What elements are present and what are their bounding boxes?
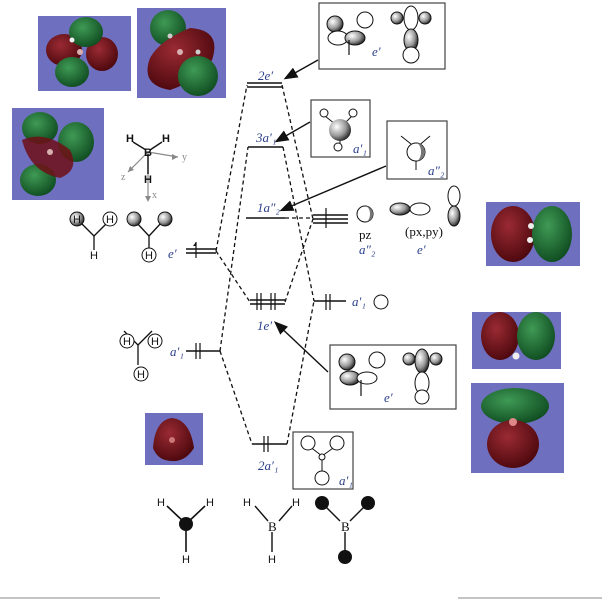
svg-text:H: H	[137, 369, 145, 381]
callout-3a1: a′₁	[274, 99, 371, 158]
svg-text:H: H	[90, 250, 98, 262]
axis-atom-b: B	[144, 147, 152, 159]
mo-1a2-label: 1a″₂	[257, 200, 280, 215]
h3-level-e: e′	[168, 242, 216, 261]
callout-2e: e′	[283, 2, 446, 80]
orbital-render-2e-a	[38, 16, 131, 91]
h3-a1-label: a′₁	[170, 344, 184, 359]
orbital-render-1a2	[486, 202, 580, 266]
mo-level-2a1: 2a′₁	[252, 436, 287, 473]
mo-1e-label: 1e′	[257, 318, 272, 333]
axis-atom-h1: H	[126, 133, 134, 145]
axis-frame: H H B H y z x	[121, 133, 187, 202]
callout-2a1: a′₁	[292, 431, 354, 490]
mo-2a1-label: 2a′₁	[258, 458, 278, 473]
b-a1-label: a′₁	[352, 294, 366, 309]
h3-level-a1: H H H a′₁	[119, 330, 220, 382]
callout-1a2-label: a″₂	[428, 163, 445, 178]
mo-level-1e: 1e′	[250, 293, 285, 333]
svg-text:H: H	[106, 214, 114, 226]
axis-atom-h2: H	[162, 133, 170, 145]
b-level-p: pz a″₂ (px,py) e′	[313, 185, 461, 257]
h3-e-label: e′	[168, 246, 177, 261]
struct1-h2: H	[206, 497, 214, 509]
orbital-render-2a1	[145, 413, 203, 465]
callout-2e-label: e′	[372, 44, 381, 59]
callout-1a2: a″₂	[279, 120, 448, 212]
callout-2a1-label: a′₁	[339, 473, 353, 488]
b-pz-label: pz	[359, 227, 372, 242]
callout-1e: e′	[273, 321, 457, 410]
b-level-s: a′₁	[314, 294, 389, 310]
b-a2-label: a″₂	[359, 242, 376, 257]
callout-1e-label: e′	[384, 390, 393, 405]
orbital-render-1e-a	[472, 312, 561, 369]
svg-text:H: H	[145, 250, 153, 262]
mo-3a1-label: 3a′₁	[255, 130, 276, 145]
orbital-render-2e-b	[137, 8, 226, 98]
correlation-lines	[215, 84, 315, 445]
svg-text:H: H	[151, 336, 159, 348]
mo-level-1a2: 1a″₂	[246, 200, 285, 219]
svg-text:H: H	[123, 336, 131, 348]
mo-2e-label: 2e′	[258, 68, 273, 83]
axis-label-y: y	[182, 152, 187, 163]
structure-h3: H H H	[157, 497, 214, 566]
struct3-b: B	[341, 519, 350, 534]
svg-text:H: H	[73, 214, 81, 226]
struct2-h1: H	[243, 497, 251, 509]
axis-label-x: x	[152, 190, 157, 201]
struct1-h3: H	[182, 554, 190, 566]
struct2-b: B	[268, 519, 277, 534]
struct2-h3: H	[268, 554, 276, 566]
h3-e-fragment-1: H H H	[69, 211, 118, 262]
axis-atom-h3: H	[144, 174, 152, 186]
callout-3a1-label: a′₁	[353, 141, 367, 156]
h3-e-fragment-2: H	[126, 211, 173, 263]
axis-label-z: z	[121, 172, 126, 183]
struct2-h2: H	[292, 497, 300, 509]
b-e-label: e′	[417, 242, 426, 257]
structure-b-ligands: B	[315, 496, 375, 564]
struct1-h1: H	[157, 497, 165, 509]
mo-level-2e: 2e′	[247, 68, 282, 88]
orbital-render-2e-c	[12, 108, 104, 200]
mo-level-3a1: 3a′₁	[248, 130, 283, 148]
structure-bh3: B H H H	[243, 497, 300, 566]
b-pxpy-label: (px,py)	[405, 224, 443, 239]
orbital-render-1e-b	[471, 383, 564, 473]
